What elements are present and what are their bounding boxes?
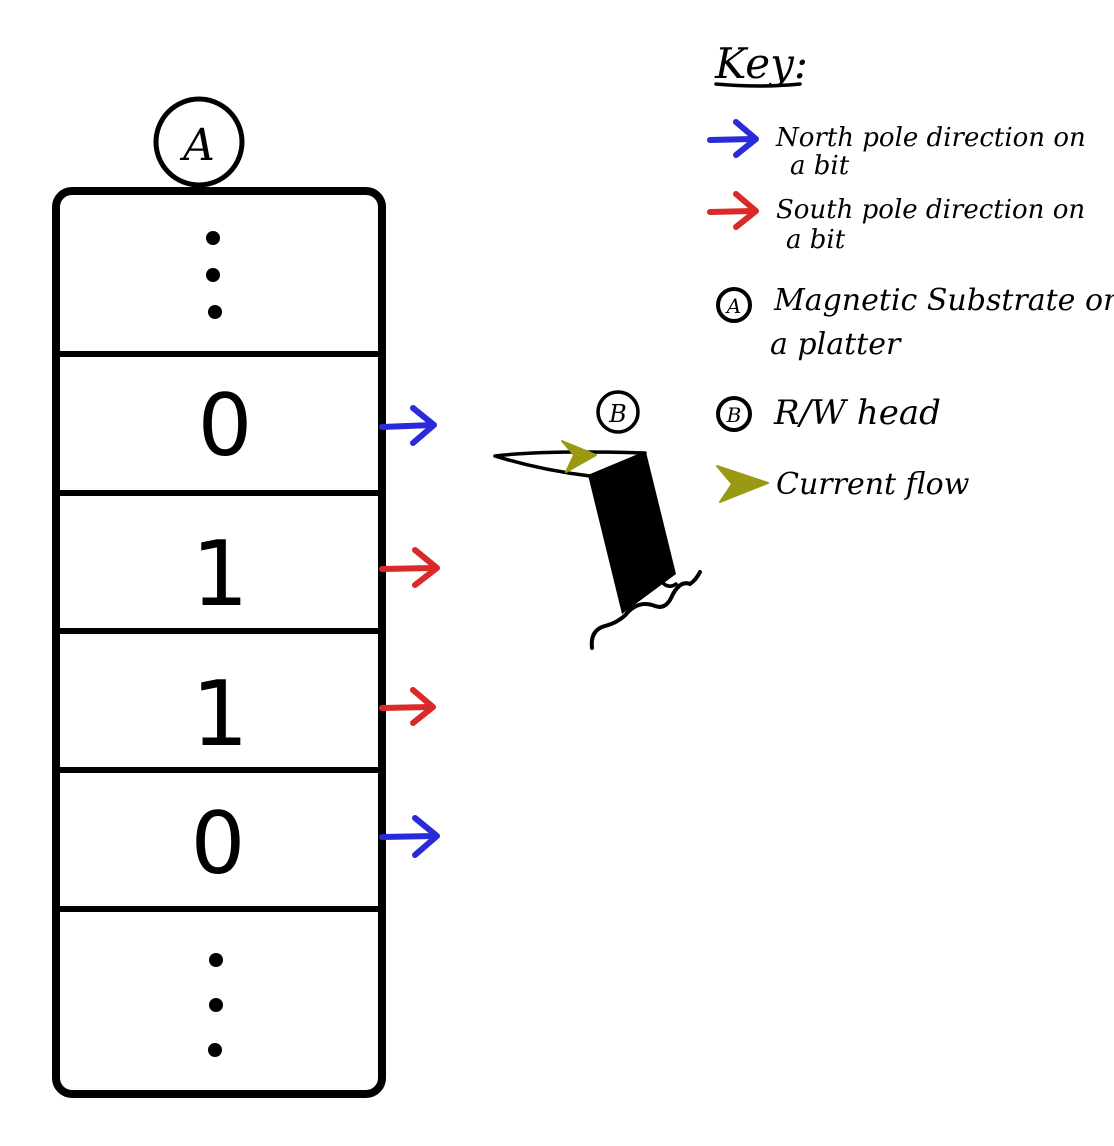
- bit-value: 0: [191, 794, 246, 894]
- head-wire: [589, 570, 702, 650]
- legend-current-line1: Current flow: [776, 467, 970, 502]
- current-flow-chevron: [561, 440, 597, 473]
- legend-title-underline: [714, 82, 802, 88]
- legend-head: B R/W head: [716, 393, 941, 433]
- north-arrow-icon: [707, 119, 759, 158]
- ellipsis-bottom: [208, 953, 223, 1057]
- legend-north-line2: a bit: [790, 151, 850, 181]
- south-arrow-bit-2: [379, 547, 440, 588]
- legend-substrate-line2: a platter: [770, 327, 902, 362]
- legend-substrate-line1: Magnetic Substrate on: [773, 283, 1114, 318]
- rw-head: B: [493, 390, 702, 650]
- legend-south-line2: a bit: [786, 225, 846, 255]
- bit-value: 1: [191, 662, 248, 767]
- legend-substrate: A Magnetic Substrate on a platter: [716, 283, 1114, 362]
- bit-value: 1: [191, 522, 248, 627]
- head-body: [588, 452, 676, 614]
- legend-head-line1: R/W head: [773, 393, 941, 433]
- south-arrow-icon: [707, 191, 759, 230]
- legend-south: South pole direction on a bit: [707, 191, 1085, 255]
- legend-north-line1: North pole direction on: [775, 123, 1086, 153]
- head-label-circle: [596, 390, 640, 434]
- ellipsis-top: [206, 231, 222, 319]
- legend-b-badge-circle: [716, 396, 752, 432]
- current-flow-icon: [716, 465, 769, 503]
- legend-a-badge: A: [725, 294, 741, 318]
- north-arrow-bit-1: [379, 405, 437, 446]
- head-wire: [658, 578, 678, 588]
- substrate-label: A: [153, 96, 245, 188]
- legend: Key: North pole direction on a bit South…: [707, 39, 1114, 503]
- south-arrow-bit-3: [379, 687, 436, 726]
- head-label-text: B: [608, 400, 627, 428]
- substrate-label-circle: [153, 96, 245, 188]
- magnetic-substrate-column: 0 1 1 0: [52, 187, 386, 1098]
- legend-current: Current flow: [716, 465, 970, 503]
- bit-value: 0: [198, 376, 253, 476]
- legend-b-badge: B: [726, 403, 742, 427]
- substrate-label-text: A: [179, 120, 215, 171]
- legend-north: North pole direction on a bit: [707, 119, 1086, 181]
- legend-a-badge-circle: [716, 287, 752, 323]
- north-arrow-bit-4: [379, 815, 440, 858]
- legend-title: Key:: [714, 39, 808, 88]
- pole-arrows: [379, 405, 440, 858]
- substrate-outline: [52, 187, 386, 1098]
- legend-south-line1: South pole direction on: [776, 195, 1085, 225]
